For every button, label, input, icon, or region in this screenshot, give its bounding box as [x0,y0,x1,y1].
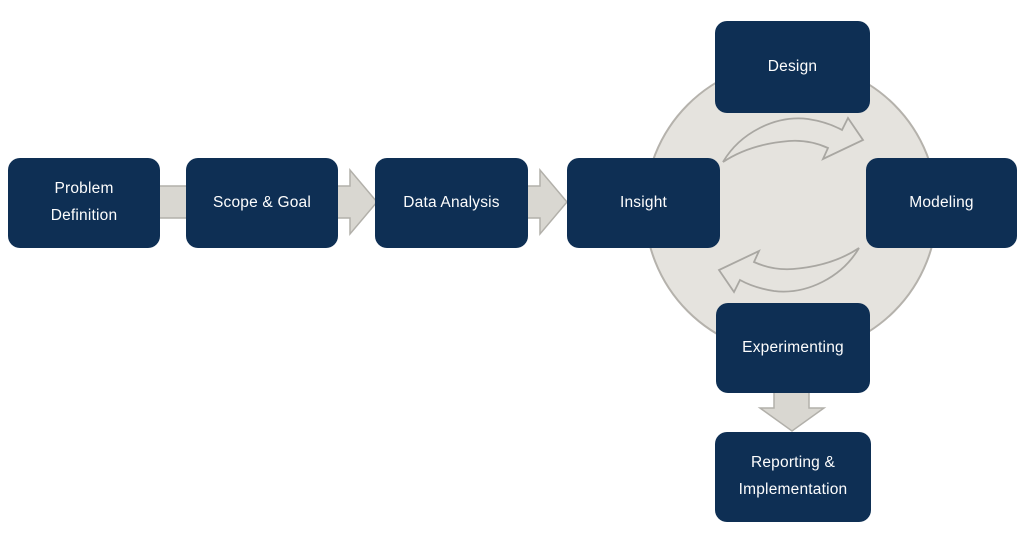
node-label: Experimenting [742,338,844,356]
node-data-analysis: Data Analysis [375,158,528,248]
node-reporting-implementation: Reporting & Implementation [715,432,871,522]
node-modeling: Modeling [866,158,1017,248]
node-scope-goal: Scope & Goal [186,158,338,248]
node-label: Reporting & Implementation [738,454,848,498]
node-label: Problem Definition [50,180,118,224]
cycle-arrow-top-icon [722,116,865,163]
node-label: Data Analysis [403,193,500,211]
node-experimenting: Experimenting [716,303,870,393]
node-label: Scope & Goal [212,193,312,211]
node-insight: Insight [567,158,720,248]
cycle-arrow-bottom-icon [717,247,860,294]
node-label: Design [767,57,818,75]
node-label: Modeling [909,193,974,211]
node-problem-definition: Problem Definition [8,158,160,248]
node-design: Design [715,21,870,113]
node-label: Insight [619,193,668,211]
